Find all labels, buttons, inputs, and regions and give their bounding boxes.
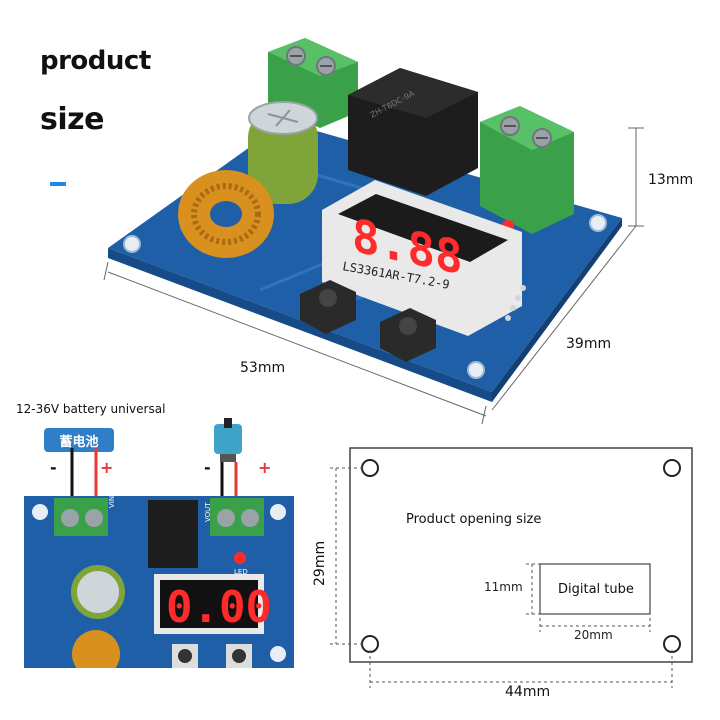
opening-size-drawing: [330, 447, 693, 688]
tube-height-label: 11mm: [484, 580, 523, 594]
load-plus-sign: +: [258, 458, 272, 477]
load-minus-sign: -: [204, 458, 211, 477]
wiring-relay: [148, 500, 198, 568]
mounting-hole: [467, 361, 485, 379]
wiring-led: [234, 552, 246, 564]
headline-accent-dash: [50, 182, 66, 186]
dim-height-label: 13mm: [648, 172, 694, 188]
push-button-1: [300, 280, 356, 334]
capacitor: [248, 101, 318, 204]
opening-height-label: 29mm: [312, 540, 328, 586]
dim-depth-label: 39mm: [566, 336, 612, 352]
dimension-lines-top: [103, 127, 644, 425]
battery-caption: 12-36V battery universal: [16, 402, 166, 416]
opening-dimension-lines: [330, 467, 673, 688]
pcb-edge-front: [108, 248, 492, 402]
opening-title: Product opening size: [406, 512, 542, 527]
push-button-2: [380, 308, 436, 362]
power-plug-icon: [214, 418, 242, 462]
wiring-toroid: [72, 630, 120, 668]
terminal-block-output: [480, 106, 574, 234]
mounting-hole: [589, 214, 607, 232]
opening-hole: [663, 459, 681, 477]
wiring-board-illustration: 0.00 LED VIN VOUT: [24, 418, 294, 668]
headline-size: size: [40, 102, 104, 137]
dim-width-label: 53mm: [240, 360, 286, 376]
battery-plus-sign: +: [100, 458, 114, 477]
digital-tube-label: Digital tube: [558, 582, 634, 597]
digital-tube-cutout: [539, 563, 651, 615]
wiring-display-window: [160, 580, 258, 628]
seven-segment-display: [322, 180, 522, 336]
toroid-inductor: [178, 170, 274, 258]
opening-outline: [349, 447, 693, 663]
wiring-display-digits: 0.00: [166, 582, 272, 633]
battery-minus-sign: -: [50, 458, 57, 477]
pcb-edge-right: [492, 218, 622, 402]
mounting-hole: [123, 235, 141, 253]
tube-width-label: 20mm: [574, 628, 613, 642]
header-pins: [505, 285, 526, 321]
board-3d-illustration: ZH-T8DC-9A 8.88 LS3361AR-T7.2-9: [103, 38, 644, 425]
wiring-led-label: LED: [234, 568, 248, 576]
wiring-vout-label: VOUT: [204, 502, 212, 522]
wiring-vin-label: VIN: [108, 496, 116, 508]
relay: ZH-T8DC-9A: [348, 68, 478, 196]
battery-badge: 蓄电池: [44, 428, 114, 452]
headline-product: product: [40, 46, 151, 76]
wiring-capacitor: [71, 565, 125, 619]
opening-width-label: 44mm: [505, 684, 551, 700]
